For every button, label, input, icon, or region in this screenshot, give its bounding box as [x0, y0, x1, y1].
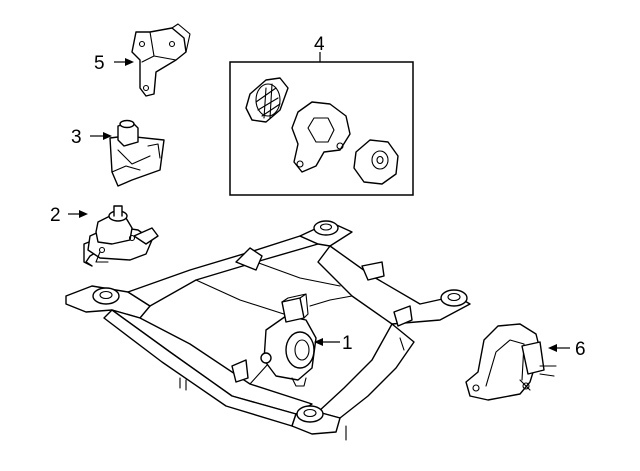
- callout-5: 5: [94, 53, 105, 74]
- part-1-engine-mount: [260, 293, 317, 387]
- callout-3: 3: [71, 127, 82, 148]
- part-5-upper-bracket: [131, 23, 191, 97]
- part-4-mount-kit: [229, 61, 414, 196]
- callout-4: 4: [314, 34, 325, 55]
- part-3-mount-bracket: [109, 119, 165, 187]
- callout-leaders: [68, 52, 570, 352]
- callout-2: 2: [50, 205, 61, 226]
- part-2-engine-mount: [83, 205, 159, 267]
- part-6-transmission-mount: [465, 323, 557, 401]
- callout-6: 6: [575, 339, 586, 360]
- callout-1: 1: [342, 333, 353, 354]
- crossmember-subframe: [65, 220, 471, 441]
